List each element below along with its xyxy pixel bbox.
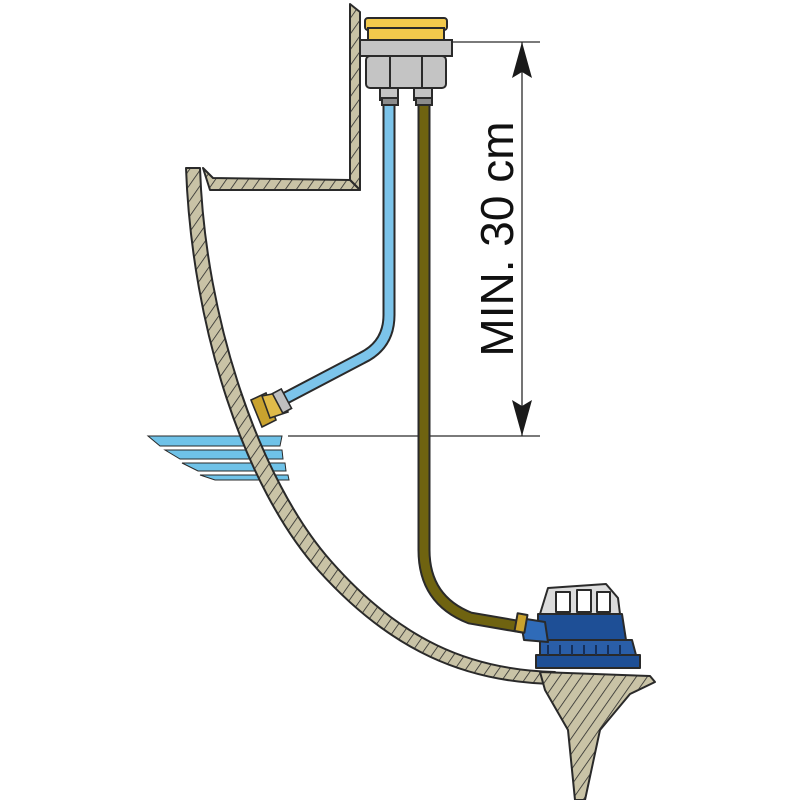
through-hull-fitting-icon xyxy=(249,387,293,429)
dimension-label: MIN. 30 cm xyxy=(471,121,523,356)
strainer-fitting-icon xyxy=(359,17,453,106)
dimension-lines xyxy=(288,41,540,437)
bilge-pump-icon xyxy=(513,583,641,669)
boat-hull-section xyxy=(185,3,656,800)
dimension-arrows xyxy=(512,42,532,436)
inlet-hose xyxy=(278,106,396,406)
outlet-hose xyxy=(417,106,530,635)
